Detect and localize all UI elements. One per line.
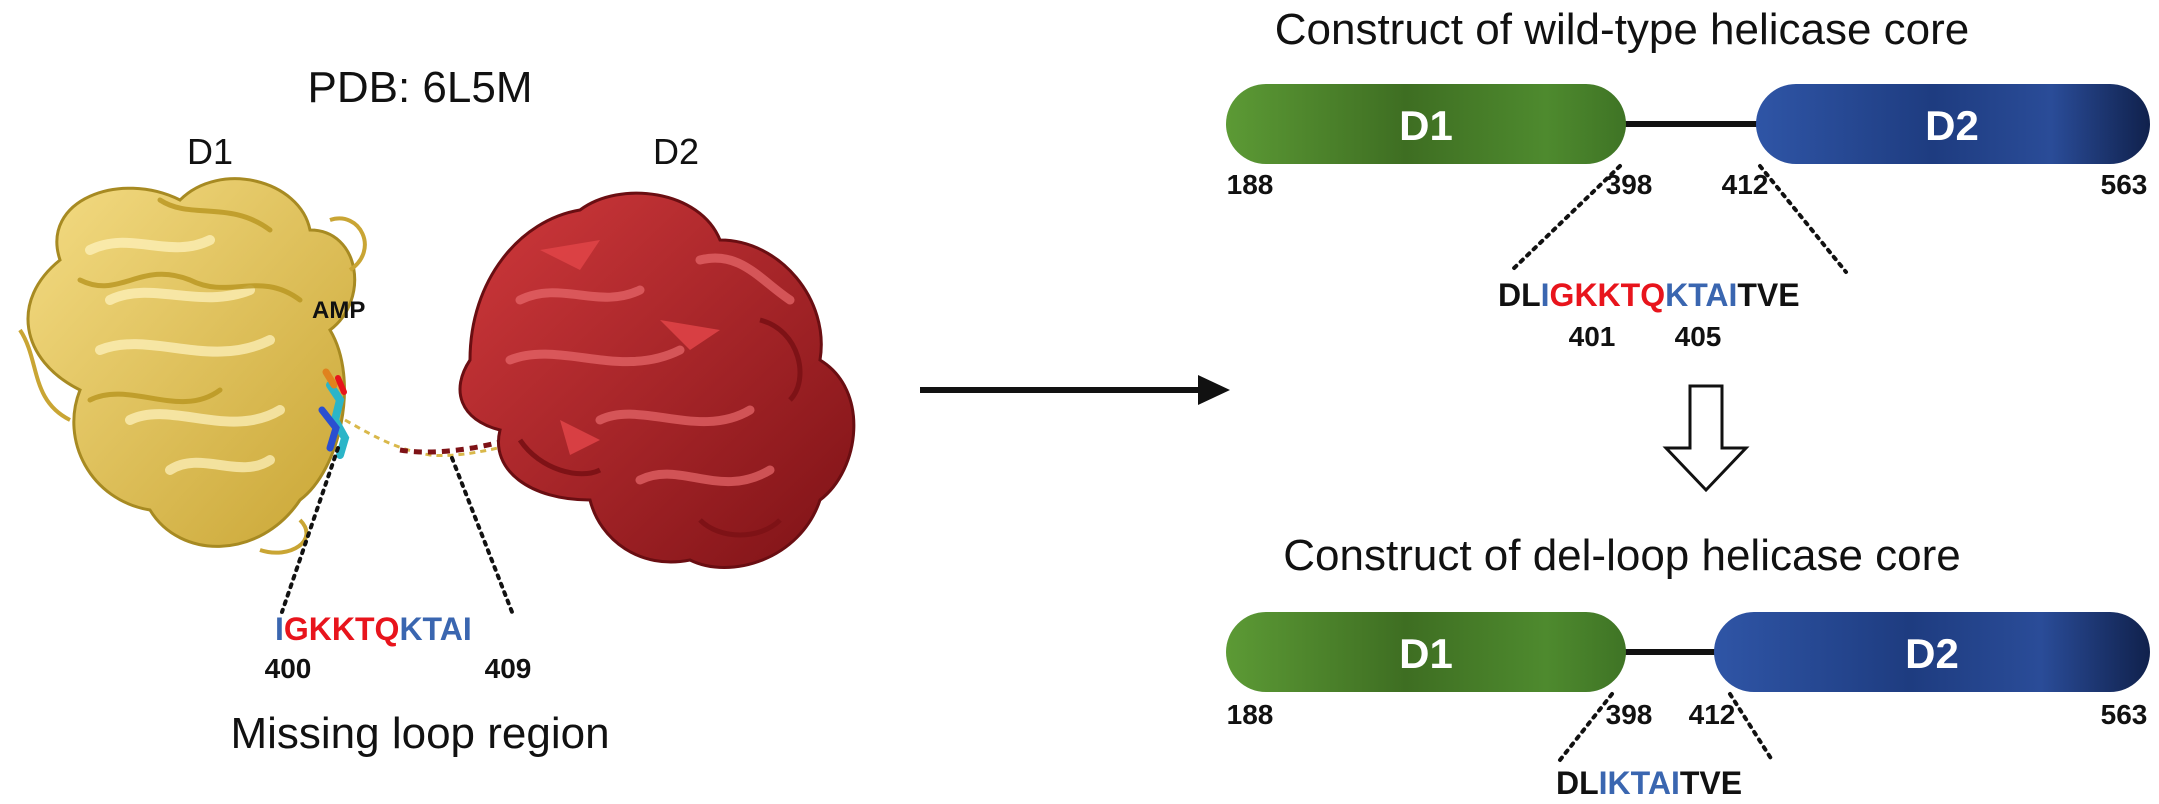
loop-seq-gkktq: GKKTQ — [284, 611, 400, 647]
delloop-sequence: DLIKTAITVE — [1556, 765, 1742, 801]
wildtype-d1-label: D1 — [1399, 102, 1453, 149]
wildtype-d2-bar — [1756, 84, 2150, 164]
d1-structure-label: D1 — [187, 131, 233, 172]
d1-domain-ribbon — [18, 177, 367, 555]
delloop-n563: 563 — [2101, 699, 2148, 730]
transition-arrow — [920, 375, 1230, 405]
loop-start-number: 400 — [265, 653, 312, 684]
delloop-title: Construct of del-loop helicase core — [1283, 531, 1960, 580]
loop-end-number: 409 — [485, 653, 532, 684]
delloop-d2-label: D2 — [1905, 630, 1959, 677]
protein-structure-panel: PDB: 6L5M D1 D2 AMP — [18, 63, 856, 758]
wildtype-d2-label: D2 — [1925, 102, 1979, 149]
delloop-n188: 188 — [1227, 699, 1274, 730]
wildtype-n563: 563 — [2101, 169, 2148, 200]
wildtype-construct-panel: Construct of wild-type helicase core D1 … — [1226, 5, 2150, 352]
delloop-d2-bar — [1714, 612, 2150, 692]
loop-start-pointer — [280, 446, 340, 614]
delloop-right-pointer — [1728, 692, 1774, 762]
amp-ligand: AMP — [312, 297, 365, 459]
delloop-d1-bar — [1226, 612, 1626, 692]
delloop-left-pointer — [1558, 692, 1614, 762]
wildtype-right-pointer — [1758, 164, 1848, 274]
wildtype-n188: 188 — [1227, 169, 1274, 200]
delloop-construct-panel: Construct of del-loop helicase core D1 D… — [1226, 531, 2150, 801]
wildtype-n405: 405 — [1675, 321, 1722, 352]
wildtype-n412: 412 — [1722, 169, 1769, 200]
loop-seq-i: I — [275, 611, 284, 647]
pdb-label: PDB: 6L5M — [308, 63, 533, 112]
loop-end-pointer — [450, 456, 514, 614]
loop-sequence: IGKKTQKTAI — [275, 611, 472, 647]
amp-label: AMP — [312, 297, 365, 324]
wildtype-title: Construct of wild-type helicase core — [1275, 5, 1970, 54]
wildtype-left-pointer — [1508, 164, 1622, 274]
delloop-d1-label: D1 — [1399, 630, 1453, 677]
d2-structure-label: D2 — [653, 131, 699, 172]
delloop-n412: 412 — [1689, 699, 1736, 730]
wildtype-n401: 401 — [1569, 321, 1616, 352]
down-arrow-icon — [1662, 384, 1750, 493]
missing-loop-caption: Missing loop region — [230, 709, 609, 758]
wildtype-sequence: DLIGKKTQKTAITVE — [1498, 277, 1800, 313]
wildtype-d1-bar — [1226, 84, 1626, 164]
loop-seq-ktai: KTAI — [399, 611, 471, 647]
delloop-n398: 398 — [1606, 699, 1653, 730]
d2-domain-ribbon — [458, 191, 856, 569]
arrow-head-icon — [1198, 375, 1230, 405]
